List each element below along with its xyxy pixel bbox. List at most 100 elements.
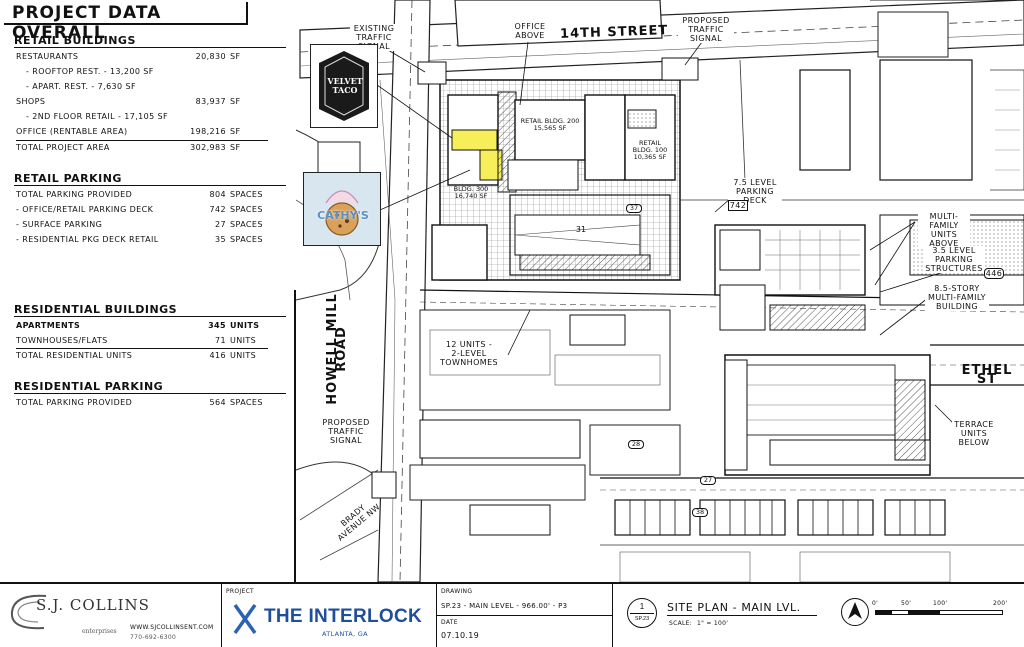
sheet-bubble: 1 SP.23: [627, 598, 657, 628]
residential-parking-heading: RESIDENTIAL PARKING: [14, 380, 164, 393]
divider: [14, 316, 286, 317]
row-unit: SF: [230, 97, 241, 106]
label-count-28: 28: [628, 440, 644, 449]
row-label: TOTAL RESIDENTIAL UNITS: [16, 351, 133, 360]
drawing-label: DRAWING: [441, 588, 473, 595]
interlock-logo-icon: [233, 603, 257, 635]
velvet-taco-emblem-icon: [319, 51, 369, 121]
data-row: SHOPS 83,937 SF: [16, 97, 272, 109]
row-label: - SURFACE PARKING: [16, 220, 103, 229]
row-label: - APART. REST. - 7,630 SF: [26, 82, 136, 91]
data-row: TOTAL PARKING PROVIDED 804 SPACES: [16, 190, 272, 202]
row-label: OFFICE (RENTABLE AREA): [16, 127, 128, 136]
site-plan-svg: [295, 0, 1024, 582]
data-row: TOTAL PARKING PROVIDED 564 SPACES: [16, 398, 272, 410]
data-row: APARTMENTS 345 UNITS: [16, 321, 272, 333]
scale-label: SCALE:: [669, 620, 693, 627]
label-multi-family-building: 8.5-STORY MULTI-FAMILY BUILDING: [925, 284, 989, 311]
scale-tick-0: 0': [872, 600, 879, 607]
retail-buildings-heading: RETAIL BUILDINGS: [14, 34, 136, 47]
divider: [667, 615, 817, 616]
row-label: TOTAL PARKING PROVIDED: [16, 190, 133, 199]
velvet-taco-logo: VELVET TACO: [310, 44, 378, 128]
firm-cell: S.J. COLLINS enterprises WWW.SJCOLLINSEN…: [0, 584, 222, 647]
row-unit: SPACES: [230, 205, 263, 214]
label-townhomes: 12 UNITS - 2-LEVEL TOWNHOMES: [440, 340, 499, 367]
row-unit: UNITS: [230, 336, 257, 345]
retail-parking-heading: RETAIL PARKING: [14, 172, 122, 185]
divider: [16, 348, 268, 349]
firm-sub: enterprises: [82, 628, 117, 635]
title-block: S.J. COLLINS enterprises WWW.SJCOLLINSEN…: [0, 582, 1024, 647]
scale-tick-100: 100': [933, 600, 948, 607]
divider: [14, 47, 286, 48]
scale-tick-200: 200': [993, 600, 1008, 607]
row-value: 83,937: [195, 97, 226, 106]
row-value: 35: [215, 235, 226, 244]
north-arrow-icon: [848, 602, 862, 619]
sheet-code: SP.23: [634, 616, 650, 622]
row-unit: SPACES: [230, 235, 263, 244]
row-label: - RESIDENTIAL PKG DECK RETAIL: [16, 235, 159, 244]
label-count-37: 37: [626, 204, 642, 213]
row-value: 345: [208, 321, 226, 330]
row-value: 302,983: [190, 143, 226, 152]
street-label-14th: 14TH STREET: [559, 23, 669, 42]
row-label: APARTMENTS: [16, 321, 81, 330]
divider: [437, 615, 613, 616]
residential-buildings-heading: RESIDENTIAL BUILDINGS: [14, 303, 178, 316]
row-label: SHOPS: [16, 97, 46, 106]
label-count-38: 38: [692, 508, 708, 517]
firm-phone: 770-692-6300: [130, 634, 177, 641]
label-office-above: OFFICE ABOVE: [508, 22, 552, 40]
row-label: TOTAL PARKING PROVIDED: [16, 398, 133, 407]
firm-name: S.J. COLLINS: [36, 596, 150, 614]
row-value: 804: [209, 190, 226, 199]
scale-value: 1" = 100': [697, 620, 729, 627]
row-unit: SPACES: [230, 398, 263, 407]
project-data-panel: PROJECT DATA OVERALL RETAIL BUILDINGS RE…: [0, 0, 296, 582]
row-unit: SPACES: [230, 220, 263, 229]
site-plan-drawing: 14TH STREET HOWELL MILL ROAD ETHEL ST BR…: [295, 0, 1024, 582]
row-value: 198,216: [190, 127, 226, 136]
row-label: - OFFICE/RETAIL PARKING DECK: [16, 205, 154, 214]
label-parking-deck-count: 742: [728, 200, 748, 211]
panel-right-border: [294, 290, 296, 582]
row-unit: UNITS: [230, 351, 257, 360]
label-terrace-units: TERRACE UNITS BELOW: [952, 420, 996, 447]
divider: [630, 613, 654, 614]
drawing-value: SP.23 - MAIN LEVEL - 966.00' - P3: [441, 602, 568, 610]
data-row-total: TOTAL RESIDENTIAL UNITS 416 UNITS: [16, 351, 272, 363]
cathys-text: CATHY'S: [317, 209, 369, 222]
data-row: - APART. REST. - 7,630 SF: [16, 82, 272, 94]
scale-bar-segment: [908, 611, 940, 614]
row-unit: UNITS: [230, 321, 260, 330]
row-value: 71: [215, 336, 226, 345]
row-label: - 2ND FLOOR RETAIL - 17,105 SF: [26, 112, 169, 121]
label-multi-family: MULTI-FAMILY UNITS ABOVE: [918, 212, 970, 248]
data-row: - 2ND FLOOR RETAIL - 17,105 SF: [16, 112, 272, 124]
label-proposed-signal-left: PROPOSED TRAFFIC SIGNAL: [320, 418, 372, 445]
drawing-cell: DRAWING SP.23 - MAIN LEVEL - 966.00' - P…: [437, 584, 613, 647]
sj-collins-swoosh-icon: [10, 594, 47, 630]
project-data-title: PROJECT DATA OVERALL: [12, 3, 162, 43]
scale-tick-50: 50': [901, 600, 912, 607]
project-data-title-box: PROJECT DATA OVERALL: [4, 2, 248, 43]
street-label-ethel: ETHEL ST: [961, 363, 1013, 387]
row-unit: SF: [230, 127, 241, 136]
sheet-title: SITE PLAN - MAIN LVL.: [667, 601, 801, 614]
velvet-taco-text: VELVET TACO: [327, 76, 363, 95]
north-arrow: [841, 598, 869, 626]
row-label: - ROOFTOP REST. - 13,200 SF: [26, 67, 154, 76]
street-label-howell-mill: HOWELL MILL ROAD: [325, 293, 349, 405]
row-value: 564: [209, 398, 226, 407]
label-count-27: 27: [700, 476, 716, 485]
row-value: 416: [209, 351, 226, 360]
date-label: DATE: [441, 619, 458, 626]
sheet-num: 1: [639, 602, 645, 611]
sheet-cell: 1 SP.23 SITE PLAN - MAIN LVL. SCALE: 1" …: [613, 584, 1024, 647]
row-unit: SPACES: [230, 190, 263, 199]
